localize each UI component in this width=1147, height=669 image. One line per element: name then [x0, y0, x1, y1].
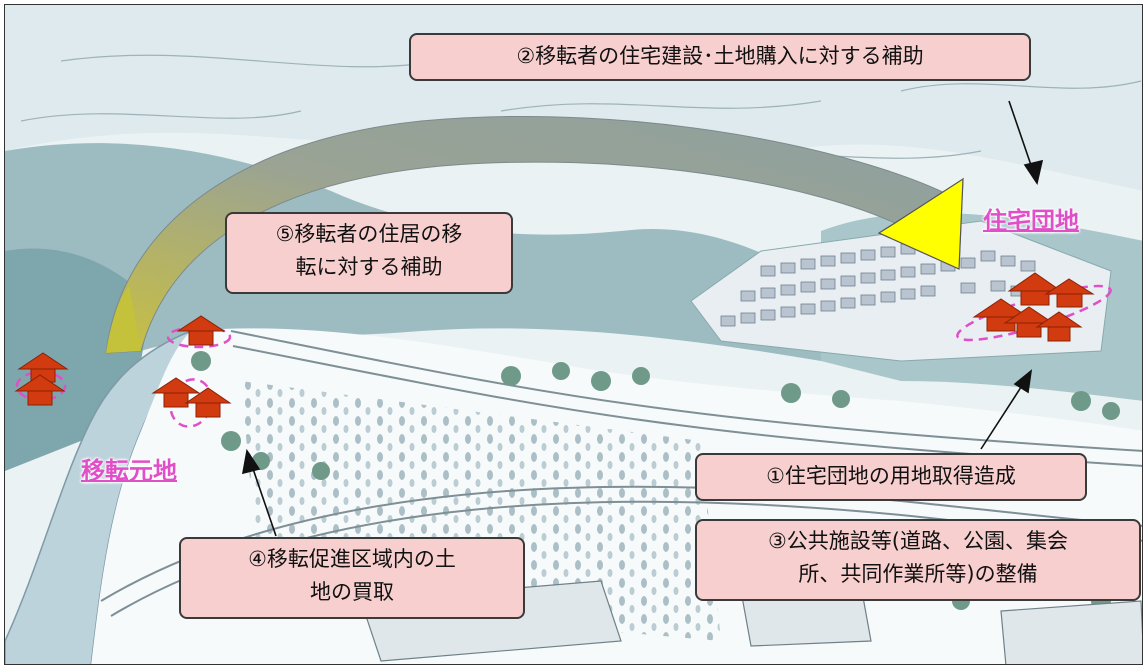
- callout-4-line2: 地の買取: [310, 580, 394, 604]
- hill-contours: [20, 54, 1142, 162]
- relocation-arrow-tail: [106, 286, 141, 353]
- label-housing-estate: 住宅団地: [983, 207, 1079, 235]
- house-arrow-origin-1: [176, 315, 226, 346]
- house-arrow-origin-5: [14, 374, 66, 406]
- relocation-arrow-head: [877, 177, 964, 270]
- diagram-frame: ②移転者の住宅建設･土地購入に対する補助 ⑤移転者の住居の移 転に対する補助 ①…: [4, 4, 1143, 665]
- house-arrow-dest-5: [1035, 311, 1083, 342]
- callout-public-facilities: ③公共施設等(道路、公園、集会 所、共同作業所等)の整備: [695, 519, 1141, 601]
- leader-lines: [241, 100, 1044, 537]
- callout-land-acquisition: ①住宅団地の用地取得造成: [695, 453, 1087, 501]
- callout-2-text: ②移転者の住宅建設･土地購入に対する補助: [516, 44, 924, 68]
- house-arrow-origin-3: [184, 387, 232, 418]
- house-arrows: [14, 272, 1095, 418]
- callout-4-line1: ④移転促進区域内の土: [248, 547, 456, 571]
- callout-5-line2: 転に対する補助: [295, 255, 443, 279]
- house-arrow-dest-4: [1003, 306, 1055, 338]
- callout-3-line1: ③公共施設等(道路、公園、集会: [767, 529, 1069, 553]
- tree-clusters: [191, 351, 1120, 611]
- callout-1-text: ①住宅団地の用地取得造成: [766, 464, 1016, 488]
- callout-relocation-subsidy: ⑤移転者の住居の移 転に対する補助: [225, 212, 513, 294]
- house-arrow-dest-1: [1007, 272, 1063, 306]
- house-arrow-dest-2: [1044, 278, 1095, 308]
- label-origin-site: 移転元地: [81, 457, 177, 485]
- callout-5-line1: ⑤移転者の住居の移: [275, 222, 463, 246]
- house-arrow-origin-2: [151, 377, 201, 408]
- callout-housing-subsidy: ②移転者の住宅建設･土地購入に対する補助: [409, 33, 1031, 81]
- callout-land-purchase: ④移転促進区域内の土 地の買取: [179, 537, 525, 619]
- callout-3-line2: 所、共同作業所等)の整備: [798, 562, 1038, 586]
